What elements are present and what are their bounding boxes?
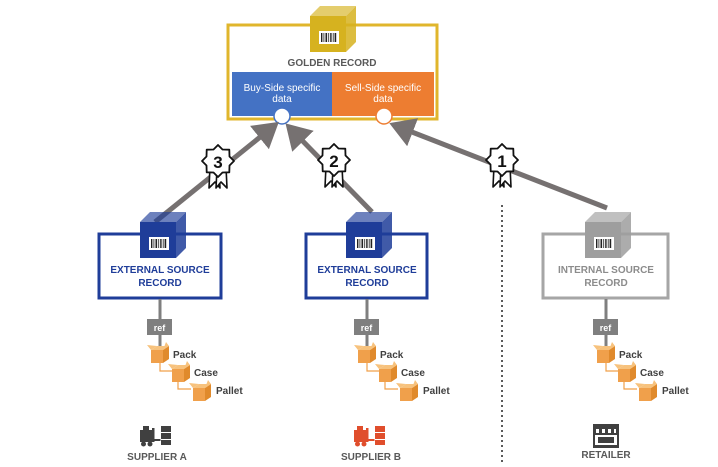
pack-label: Pack [619, 350, 643, 361]
source-a-line2: RECORD [138, 278, 181, 289]
priority-badge-3: 3 [201, 144, 235, 189]
priority-badge-1: 1 [485, 143, 519, 188]
forklift-icon [354, 426, 385, 447]
retailer: RETAILER [581, 423, 631, 461]
pallet-label: Pallet [423, 386, 450, 397]
source-a-line1: EXTERNAL SOURCE [110, 265, 210, 276]
supplier-b-label: SUPPLIER B [341, 452, 401, 463]
barcode-cube-icon [346, 212, 392, 258]
package-box-icon [593, 342, 615, 363]
product-hierarchy-internal: ref Pack Case Pallet [593, 299, 689, 401]
pack-label: Pack [173, 350, 197, 361]
priority-badge-1-number: 1 [497, 152, 506, 171]
case-label: Case [640, 368, 664, 379]
forklift-icon [140, 426, 171, 447]
internal-line2: RECORD [584, 278, 627, 289]
source-b-line1: EXTERNAL SOURCE [317, 265, 417, 276]
ref-label: ref [154, 323, 167, 333]
ref-badge [354, 319, 379, 335]
product-hierarchy-b: ref Pack Case Pallet [354, 299, 450, 401]
supplier-a-label: SUPPLIER A [127, 452, 187, 463]
case-label: Case [401, 368, 425, 379]
package-box-icon [189, 380, 211, 401]
internal-source-record[interactable]: INTERNAL SOURCE RECORD [541, 212, 670, 300]
barcode-cube-icon [585, 212, 631, 258]
pallet-label: Pallet [662, 386, 689, 397]
retailer-label: RETAILER [581, 450, 631, 461]
package-box-icon [635, 380, 657, 401]
ref-badge [147, 319, 172, 335]
golden-record-title: GOLDEN RECORD [288, 58, 377, 69]
ref-badge [593, 319, 618, 335]
package-box-icon [354, 342, 376, 363]
supplier-b: SUPPLIER B [341, 426, 401, 463]
supplier-a: SUPPLIER A [127, 426, 187, 463]
package-box-icon [147, 342, 169, 363]
ref-label: ref [600, 323, 613, 333]
barcode-cube-icon [310, 6, 356, 52]
product-hierarchy-a: ref Pack Case Pallet [147, 299, 243, 401]
buy-side-connector [273, 107, 291, 125]
barcode-cube-icon [140, 212, 186, 258]
external-source-record-a[interactable]: EXTERNAL SOURCE RECORD [97, 212, 223, 300]
package-box-icon [396, 380, 418, 401]
case-label: Case [194, 368, 218, 379]
priority-badge-2-number: 2 [329, 152, 338, 171]
priority-badge-2: 2 [317, 143, 351, 188]
priority-badge-3-number: 3 [213, 153, 222, 172]
store-icon [592, 423, 620, 449]
internal-line1: INTERNAL SOURCE [558, 265, 654, 276]
external-source-record-b[interactable]: EXTERNAL SOURCE RECORD [304, 212, 429, 300]
pallet-label: Pallet [216, 386, 243, 397]
pack-label: Pack [380, 350, 404, 361]
sell-side-connector [375, 107, 393, 125]
ref-label: ref [361, 323, 374, 333]
source-b-line2: RECORD [345, 278, 388, 289]
